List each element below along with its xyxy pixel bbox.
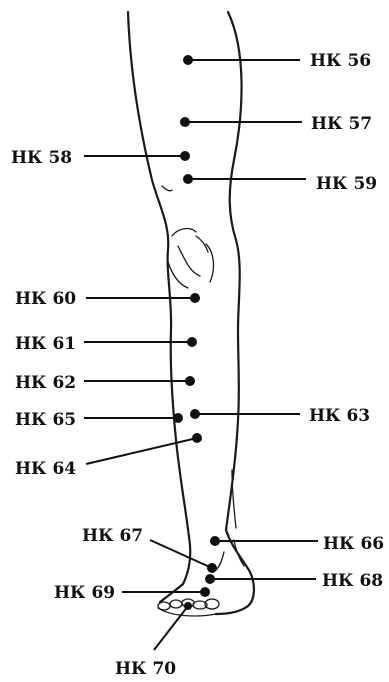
point-hk56: НК 56 [183,51,371,71]
hk66-label: НК 66 [323,534,384,554]
hk56-dot [183,55,193,65]
point-hk57: НК 57 [180,114,372,134]
point-hk63: НК 63 [190,406,370,426]
hk68-dot [205,574,215,584]
hk58-label: НК 58 [11,148,72,168]
hk65-dot [173,413,183,423]
point-hk65: НК 65 [15,410,183,430]
point-hk60: НК 60 [15,289,200,309]
hk70-dot [184,602,192,610]
hk60-label: НК 60 [15,289,76,309]
hk69-dot [200,587,210,597]
hk65-label: НК 65 [15,410,76,430]
leg-outline [128,12,254,616]
hk68-label: НК 68 [322,571,383,591]
hk59-label: НК 59 [316,174,377,194]
hk70-label: НК 70 [115,659,176,679]
point-hk58: НК 58 [11,148,190,168]
hk62-label: НК 62 [15,373,76,393]
hk63-dot [190,409,200,419]
hk61-label: НК 61 [15,334,76,354]
hk66-dot [210,536,220,546]
hk57-dot [180,117,190,127]
hk67-dot [207,563,217,573]
point-hk69: НК 69 [54,583,210,603]
hk63-label: НК 63 [309,406,370,426]
hk56-label: НК 56 [310,51,371,71]
hk64-dot [192,433,202,443]
hk58-dot [180,151,190,161]
hk57-label: НК 57 [311,114,372,134]
hk60-dot [190,293,200,303]
hk62-dot [185,376,195,386]
hk67-label: НК 67 [82,526,143,546]
hk64-label: НК 64 [15,459,76,479]
point-hk70: НК 70 [115,602,192,679]
point-hk67: НК 67 [82,526,217,573]
hk69-label: НК 69 [54,583,115,603]
point-hk59: НК 59 [183,174,377,194]
point-hk62: НК 62 [15,373,195,393]
point-hk68: НК 68 [205,571,383,591]
point-hk64: НК 64 [15,433,202,479]
hk61-dot [187,337,197,347]
hk59-dot [183,174,193,184]
